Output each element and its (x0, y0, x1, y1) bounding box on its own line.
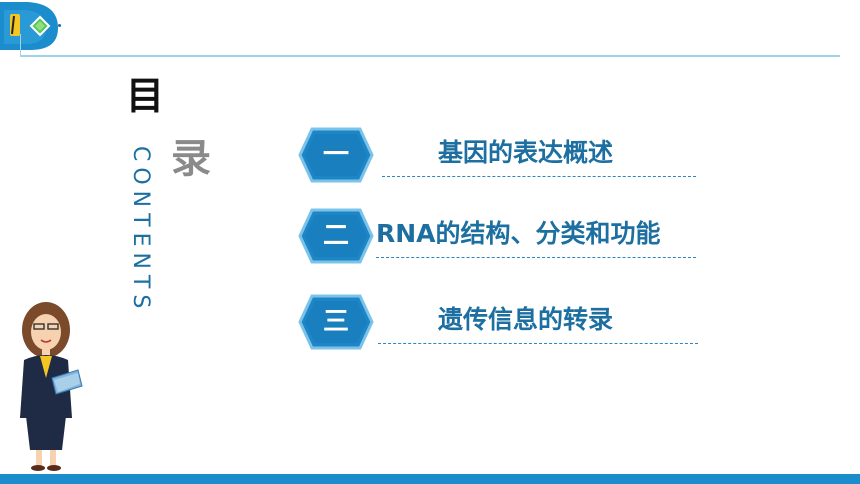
toc-item-2[interactable]: 二 RNA的结构、分类和功能 (298, 208, 708, 268)
toc-label: 遗传信息的转录 (438, 305, 614, 334)
toc-label: 基因的表达概述 (438, 138, 614, 167)
teacher-illustration (8, 300, 88, 472)
toc-item-3[interactable]: 三 遗传信息的转录 (298, 294, 708, 354)
hexagon-icon (298, 127, 374, 183)
header-corner-line (20, 34, 21, 56)
toc-number: 一 (322, 140, 349, 170)
logo-icon (0, 0, 64, 54)
toc-item-1[interactable]: 一 基因的表达概述 (298, 127, 708, 187)
toc-underline (378, 343, 698, 344)
contents-vertical-label: CONTENTS (128, 146, 153, 315)
bottom-stripe (0, 474, 860, 484)
header-divider (20, 55, 840, 57)
toc-number: 三 (322, 307, 349, 337)
hexagon-icon (298, 294, 374, 350)
toc-underline (382, 176, 696, 177)
title-mu: 目 (126, 74, 165, 118)
decorative-dot (58, 24, 61, 27)
hexagon-icon (298, 208, 374, 264)
title-lu: 录 (171, 136, 211, 182)
toc-label: RNA的结构、分类和功能 (376, 219, 661, 248)
toc-number: 二 (322, 221, 349, 251)
toc-underline (376, 257, 696, 258)
